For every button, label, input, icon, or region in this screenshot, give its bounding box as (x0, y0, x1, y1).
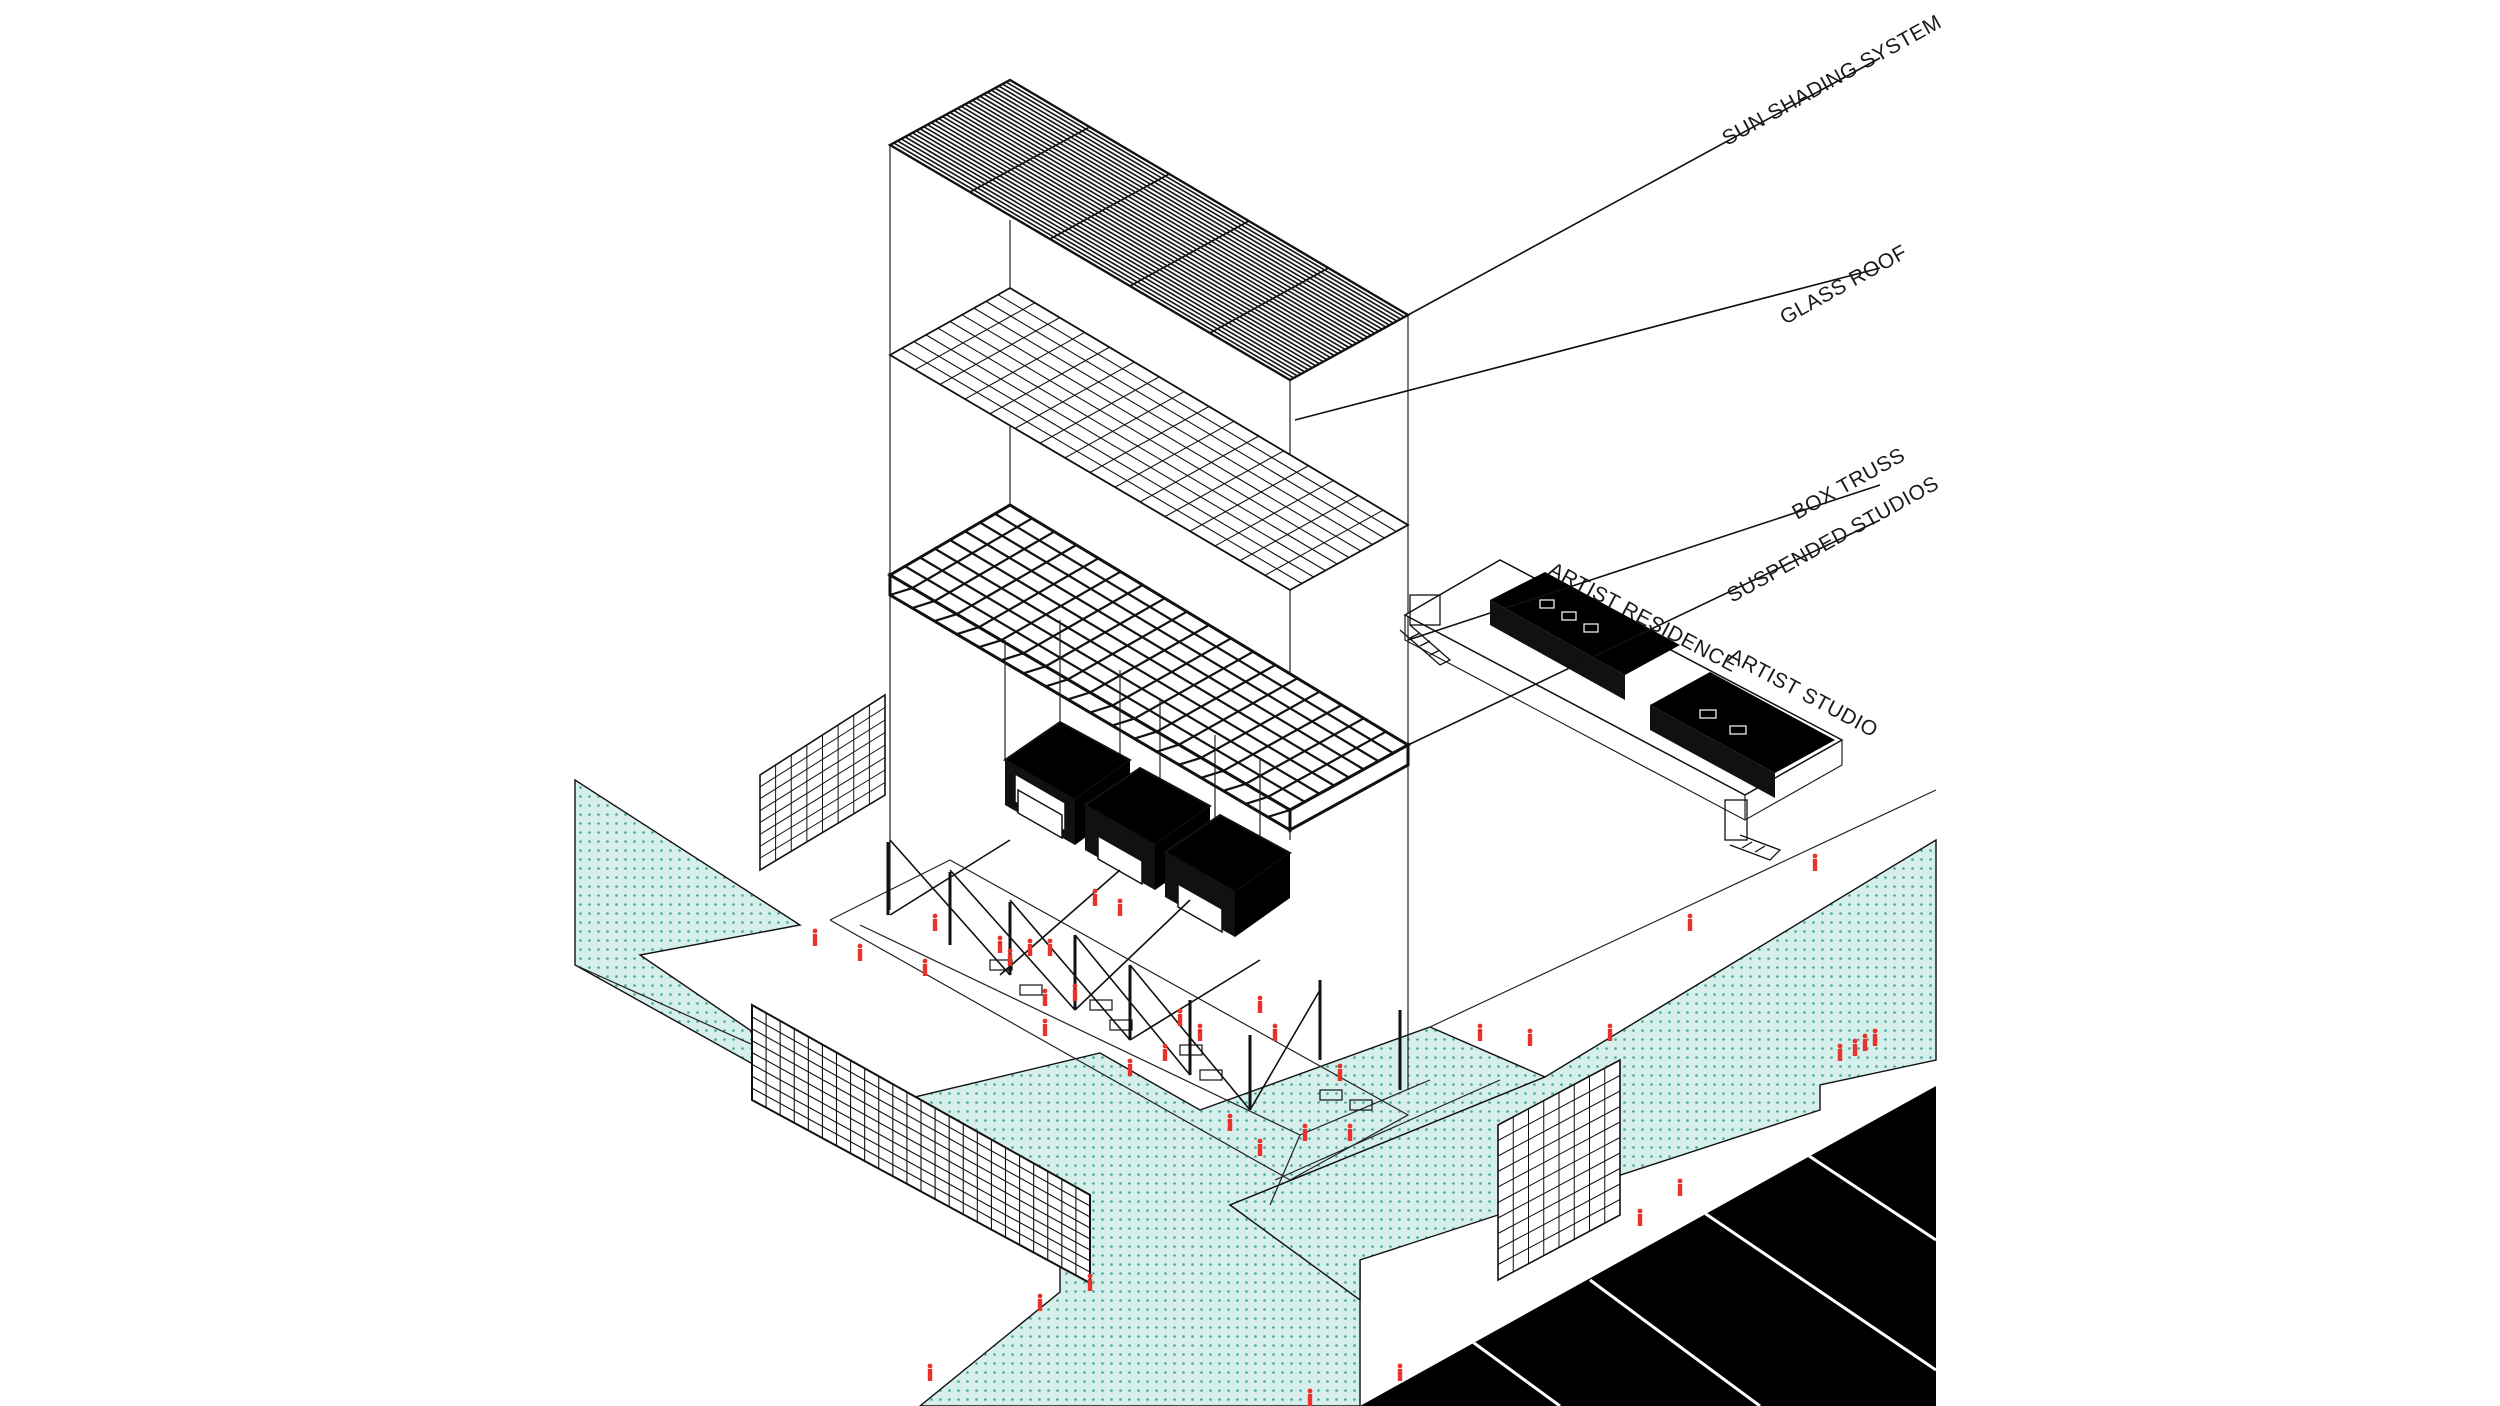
sidewalk-right (1228, 838, 1937, 1302)
screen-wall-right (1497, 1058, 1621, 1282)
ground-structure (829, 839, 1410, 1181)
leader-lines (1294, 57, 1881, 746)
glass-roof-layer (888, 286, 1410, 592)
screen-wall-front-left (751, 1003, 1091, 1285)
people-figures (812, 853, 1878, 1406)
label-sun-shading-system: SUN SHADING SYSTEM (1718, 10, 1945, 150)
artist-building-detail (1399, 559, 1844, 861)
road (1360, 1086, 1936, 1406)
artist-studio-block (1650, 672, 1835, 773)
sun-shading-layer (887, 78, 1411, 382)
stair-right (1724, 799, 1782, 861)
studio-window-cutouts (1017, 788, 1223, 934)
box-truss-layer (887, 503, 1412, 833)
label-glass-roof: GLASS ROOF (1776, 241, 1911, 330)
stair-left (1399, 594, 1452, 666)
screen-wall-back-left (759, 693, 886, 872)
